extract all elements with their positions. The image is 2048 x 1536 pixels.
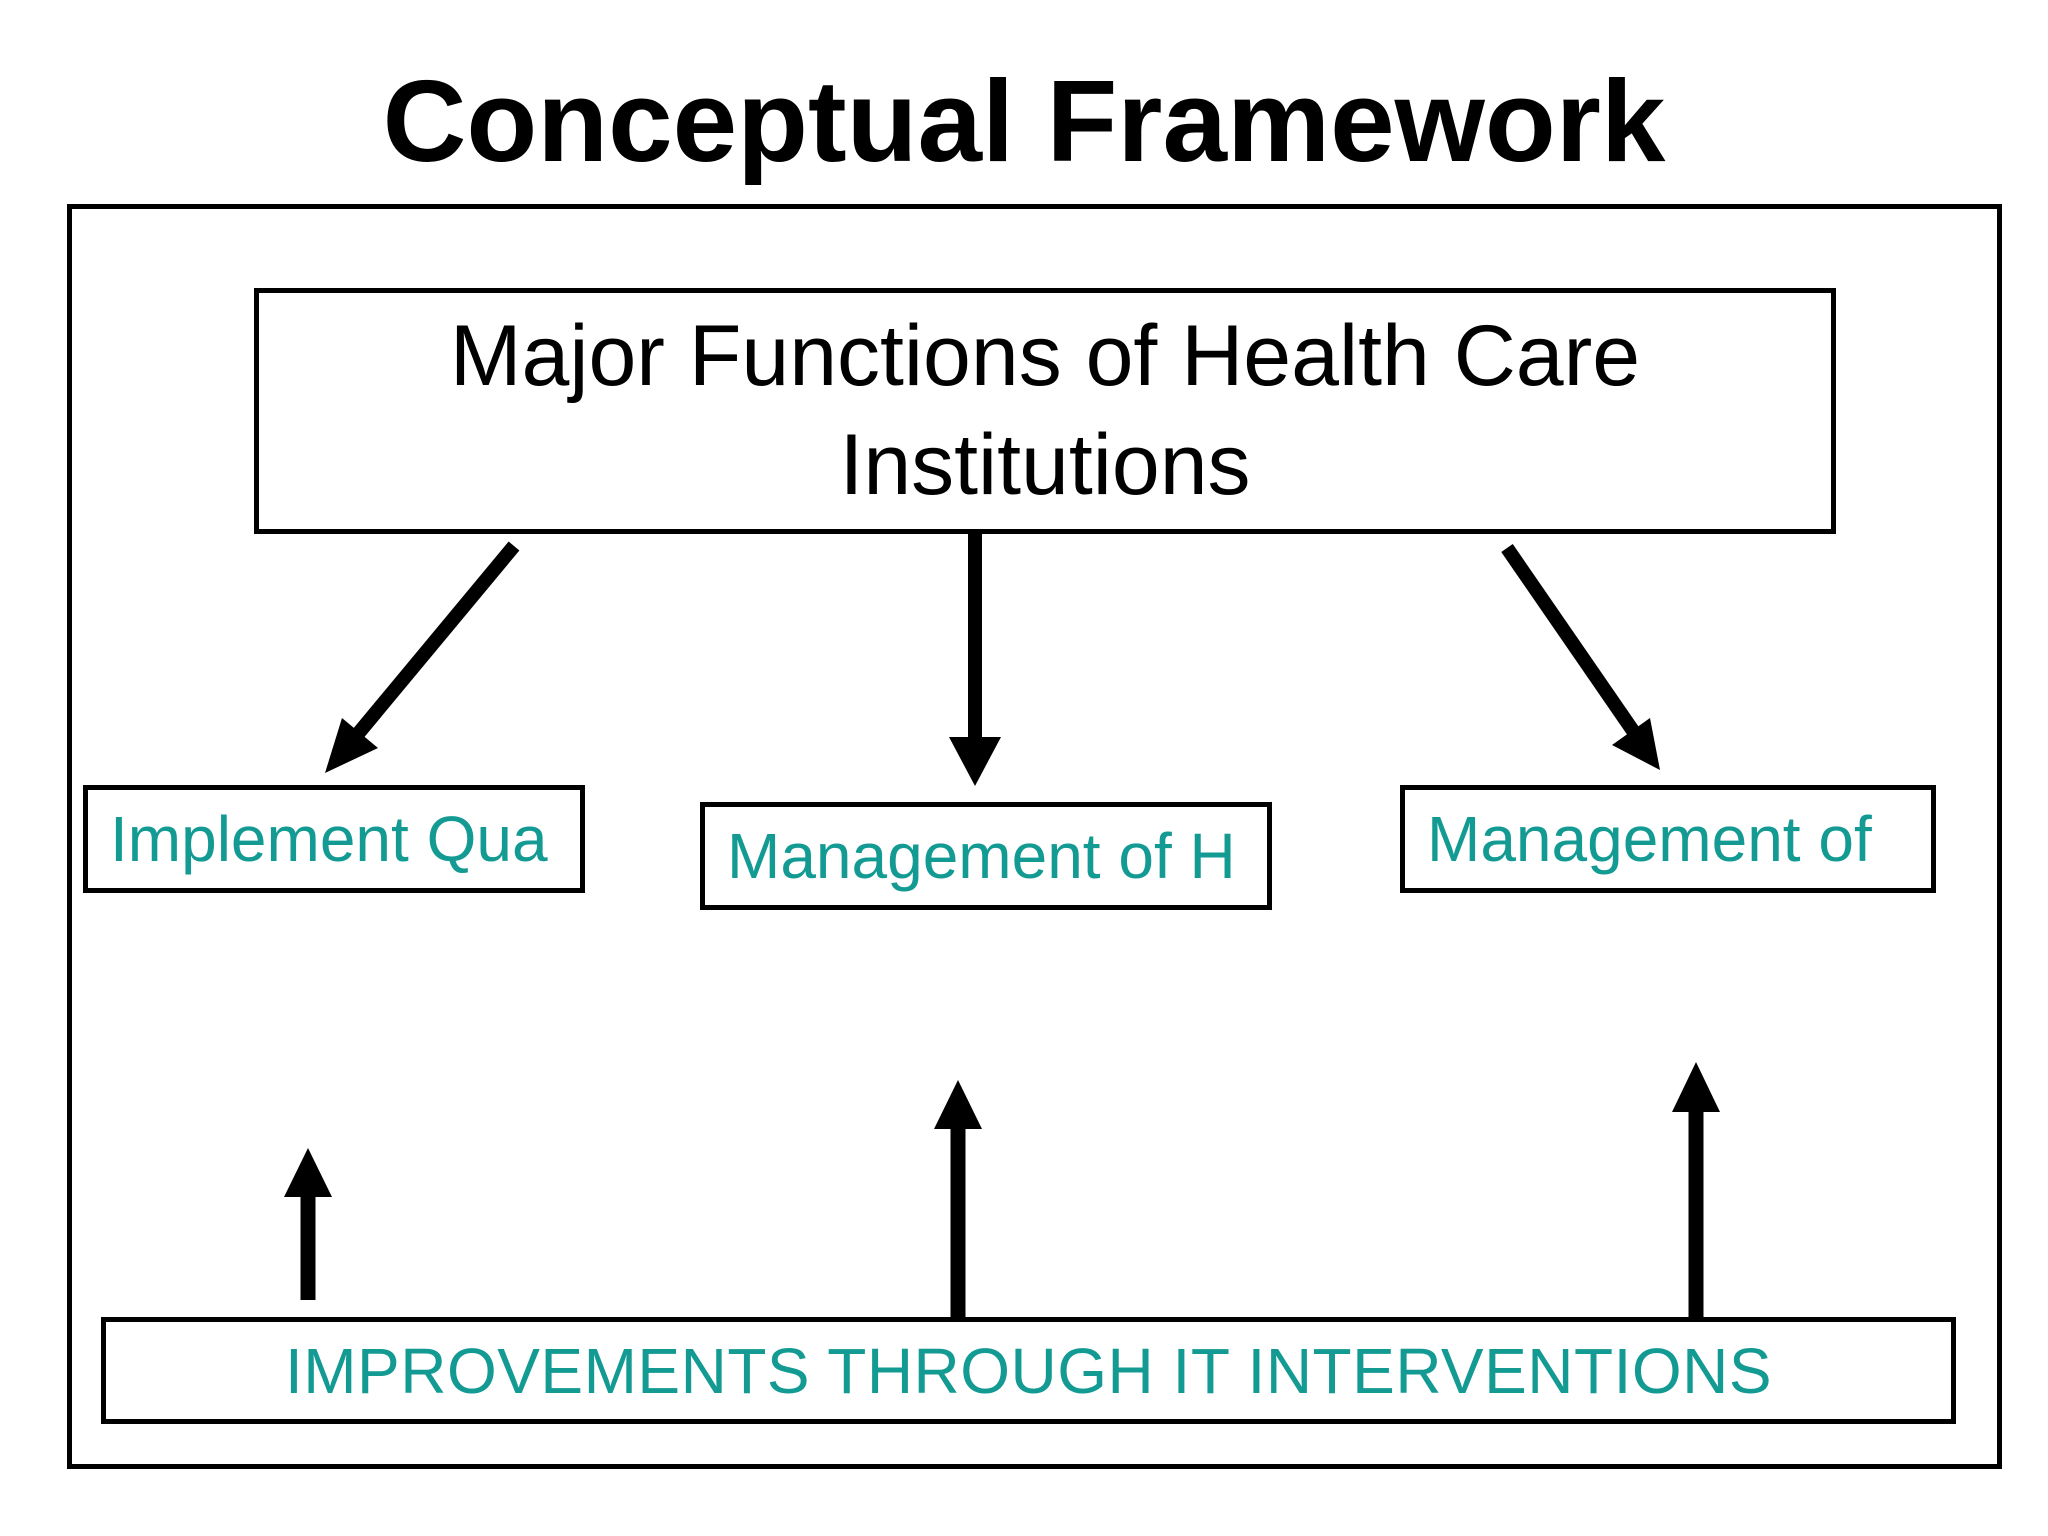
major-functions-box: Major Functions of Health Care Instituti…: [254, 288, 1836, 534]
function-label-management-h: Management of H: [727, 820, 1236, 892]
it-interventions-label: IMPROVEMENTS THROUGH IT INTERVENTIONS: [284, 1334, 1773, 1407]
function-box-management: Management of: [1400, 785, 1936, 893]
function-label-management: Management of: [1427, 803, 1872, 875]
arrow-up-middle: [934, 1080, 982, 1317]
arrow-up-right: [1672, 1062, 1720, 1317]
arrow-to-management: [1501, 544, 1660, 770]
it-interventions-box: IMPROVEMENTS THROUGH IT INTERVENTIONS: [101, 1317, 1956, 1424]
arrow-up-left: [284, 1148, 332, 1300]
diagram-title: Conceptual Framework: [382, 56, 1666, 186]
arrow-to-implement-quality: [325, 541, 520, 773]
function-label-implement-quality: Implement Qua: [110, 803, 548, 875]
major-functions-label: Major Functions of Health Care Instituti…: [449, 307, 1641, 513]
function-box-implement-quality: Implement Qua: [83, 785, 585, 893]
arrow-to-management-h: [949, 533, 1001, 786]
framework-frame: [67, 204, 2002, 1469]
function-box-management-h: Management of H: [700, 802, 1272, 910]
